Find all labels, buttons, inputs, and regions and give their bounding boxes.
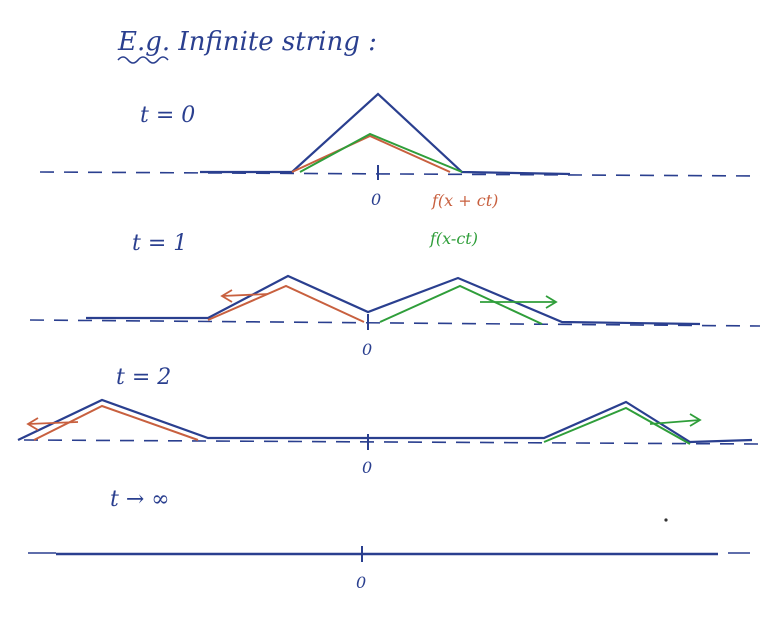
origin-label-t0: 0 <box>371 190 381 209</box>
panel-t2: t = 2 0 <box>17 365 761 477</box>
left-wave-t0 <box>291 134 451 173</box>
right-arrow-head-t2 <box>689 413 702 427</box>
ink-speck <box>664 518 668 522</box>
left-arrow-t1 <box>221 293 269 297</box>
total-wave-t0 <box>200 92 571 176</box>
panel-t0: t = 0 0 f(x + ct) f(x-ct) <box>39 92 761 248</box>
right-wave-t1 <box>379 284 543 325</box>
left-arrow-head-t2 <box>26 417 39 431</box>
total-wave-t2 <box>17 398 753 444</box>
time-label-t1: t = 1 <box>132 231 187 256</box>
heading-text: E.g. Infinite string : <box>117 27 377 57</box>
axis-t1 <box>29 319 761 327</box>
left-wave-t2 <box>33 404 199 441</box>
right-arrow-t2 <box>649 419 701 425</box>
time-label-t0: t = 0 <box>140 103 195 128</box>
right-wave-t0 <box>299 132 463 173</box>
label-f-plus: f(x + ct) <box>431 191 498 210</box>
left-arrow-head-t1 <box>220 289 233 303</box>
axis-t0 <box>39 171 761 177</box>
origin-label-t1: 0 <box>362 340 372 359</box>
origin-label-t2: 0 <box>362 458 372 477</box>
axis-t2 <box>23 439 761 445</box>
right-wave-t2 <box>543 406 691 445</box>
time-label-t2: t = 2 <box>116 365 171 390</box>
label-f-minus: f(x-ct) <box>429 229 478 248</box>
total-wave-t1 <box>86 274 701 326</box>
left-wave-t1 <box>207 284 365 323</box>
origin-label-tinf: 0 <box>356 573 366 592</box>
left-arrow-t2 <box>27 421 79 425</box>
heading-underline <box>117 56 169 64</box>
right-arrow-head-t1 <box>545 295 558 309</box>
panel-tinf: t → ∞ 0 <box>28 487 750 592</box>
time-label-tinf: t → ∞ <box>110 487 170 512</box>
panel-t1: t = 1 0 <box>29 231 761 359</box>
